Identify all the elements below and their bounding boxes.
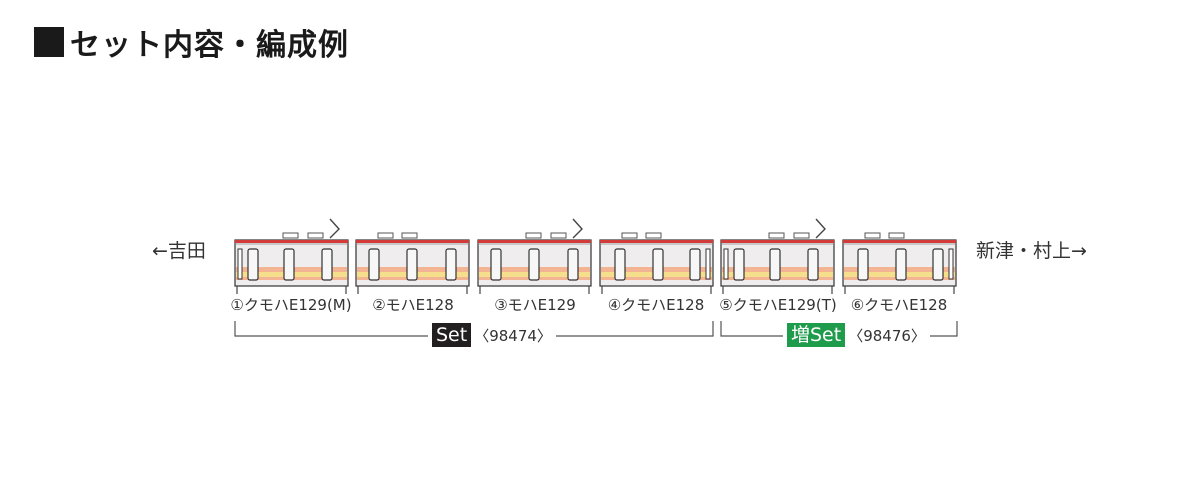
train-car bbox=[842, 232, 957, 294]
roof-unit bbox=[401, 232, 418, 239]
car-door bbox=[769, 248, 781, 281]
add-set-number: 〈98476〉 bbox=[848, 326, 926, 345]
roof-unit bbox=[307, 232, 324, 239]
car-label-4: ④クモハE128 bbox=[607, 296, 705, 314]
train-cars bbox=[234, 218, 957, 294]
car-door bbox=[895, 248, 907, 281]
car-door bbox=[652, 248, 664, 281]
car-door bbox=[283, 248, 295, 281]
roof-stripe bbox=[843, 240, 956, 243]
roof-unit bbox=[282, 232, 299, 239]
direction-right: 新津・村上→ bbox=[976, 240, 1087, 262]
cab-window bbox=[705, 248, 711, 280]
direction-left: ←吉田 bbox=[152, 240, 206, 262]
car-door bbox=[247, 248, 259, 281]
train-car bbox=[720, 218, 835, 294]
roof-stripe bbox=[478, 240, 591, 243]
set-number: 〈98474〉 bbox=[474, 326, 552, 345]
roof-stripe bbox=[600, 240, 713, 243]
set-label-basic: Set 〈98474〉 bbox=[428, 322, 556, 348]
car-door bbox=[614, 248, 626, 281]
car-door bbox=[932, 248, 944, 281]
car-label-6: ⑥クモハE128 bbox=[850, 296, 948, 314]
car-door bbox=[807, 248, 819, 281]
train-car bbox=[599, 232, 714, 294]
cab-window bbox=[237, 248, 243, 280]
car-door bbox=[857, 248, 869, 281]
car-door bbox=[567, 248, 579, 281]
car-label-3: ③モハE129 bbox=[494, 296, 576, 314]
roof-unit bbox=[864, 232, 881, 239]
pantograph-icon bbox=[329, 218, 340, 239]
pantograph-icon bbox=[572, 218, 583, 239]
roof-stripe bbox=[235, 240, 348, 243]
roof-unit bbox=[793, 232, 810, 239]
roof-stripe bbox=[721, 240, 834, 243]
car-door bbox=[368, 248, 380, 281]
car-door bbox=[406, 248, 418, 281]
cab-window bbox=[723, 248, 729, 280]
title-text: セット内容・編成例 bbox=[70, 28, 349, 63]
car-door bbox=[445, 248, 457, 281]
car-door bbox=[321, 248, 333, 281]
roof-unit bbox=[645, 232, 662, 239]
train-car bbox=[355, 232, 470, 294]
title-square-icon bbox=[34, 27, 64, 57]
pantograph-icon bbox=[815, 218, 826, 239]
car-label-2: ②モハE128 bbox=[372, 296, 454, 314]
car-label-1: ①クモハE129(M) bbox=[230, 296, 352, 314]
car-label-5: ⑤クモハE129(T) bbox=[719, 296, 837, 314]
car-door bbox=[689, 248, 701, 281]
car-door bbox=[528, 248, 540, 281]
roof-unit bbox=[768, 232, 785, 239]
page-title: セット内容・編成例 bbox=[34, 22, 349, 63]
roof-unit bbox=[550, 232, 567, 239]
add-set-badge: 増Set bbox=[787, 323, 846, 347]
train-car bbox=[477, 218, 592, 294]
cab-window bbox=[948, 248, 954, 280]
roof-unit bbox=[888, 232, 905, 239]
roof-unit bbox=[621, 232, 638, 239]
roof-stripe bbox=[356, 240, 469, 243]
set-badge: Set bbox=[432, 323, 472, 347]
car-door bbox=[733, 248, 745, 281]
roof-unit bbox=[525, 232, 542, 239]
set-label-add: 増Set 〈98476〉 bbox=[783, 322, 930, 348]
train-car bbox=[234, 218, 349, 294]
roof-unit bbox=[377, 232, 394, 239]
car-door bbox=[490, 248, 502, 281]
